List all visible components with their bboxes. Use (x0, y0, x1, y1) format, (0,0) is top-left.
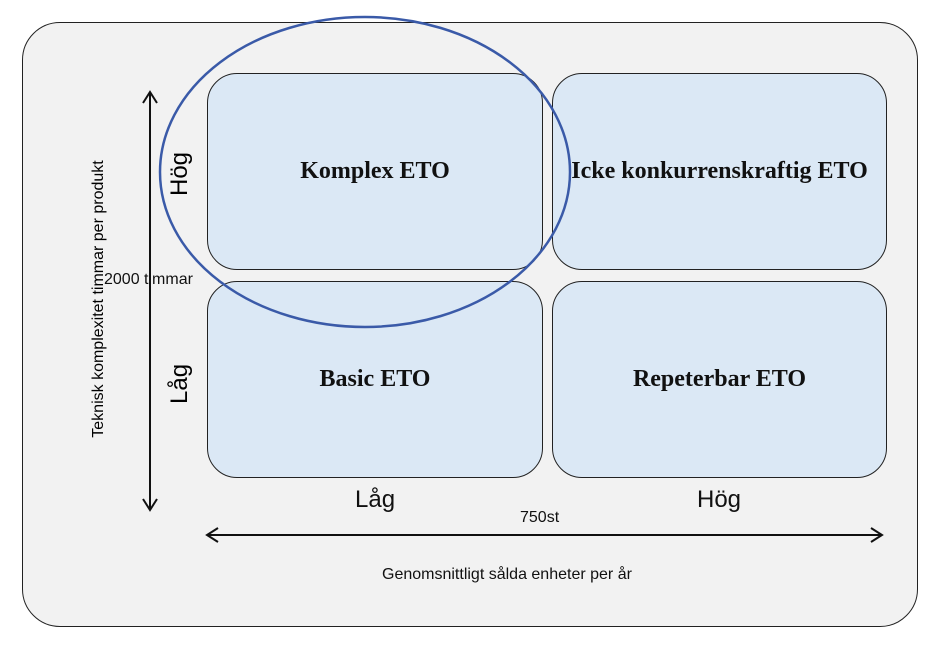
quadrant-basic-eto: Basic ETO (207, 281, 543, 478)
x-axis-threshold-label: 750st (520, 509, 560, 526)
x-axis-arrow (205, 527, 884, 543)
x-axis-high-label: Hög (697, 486, 742, 513)
y-axis-low-label: Låg (166, 363, 193, 404)
quadrant-label: Komplex ETO (300, 158, 450, 185)
quadrant-komplex-eto: Komplex ETO (207, 73, 543, 270)
x-axis-title: Genomsnittligt sålda enheter per år (382, 566, 632, 583)
y-axis-arrow (142, 90, 158, 512)
quadrant-repeterbar-eto: Repeterbar ETO (552, 281, 887, 478)
y-axis-title: Teknisk komplexitet timmar per produkt (90, 160, 107, 438)
quadrant-label: Basic ETO (319, 366, 431, 393)
quadrant-icke-konkurrenskraftig-eto: Icke konkurrenskraftig ETO (552, 73, 887, 270)
y-axis-high-label: Hög (166, 151, 193, 196)
quadrant-label: Icke konkurrenskraftig ETO (571, 158, 868, 185)
quadrant-label: Repeterbar ETO (632, 366, 807, 393)
highlight-ellipse (158, 15, 572, 329)
x-axis-low-label: Låg (355, 486, 396, 513)
y-axis-threshold-label: 2000 timmar (104, 271, 193, 288)
